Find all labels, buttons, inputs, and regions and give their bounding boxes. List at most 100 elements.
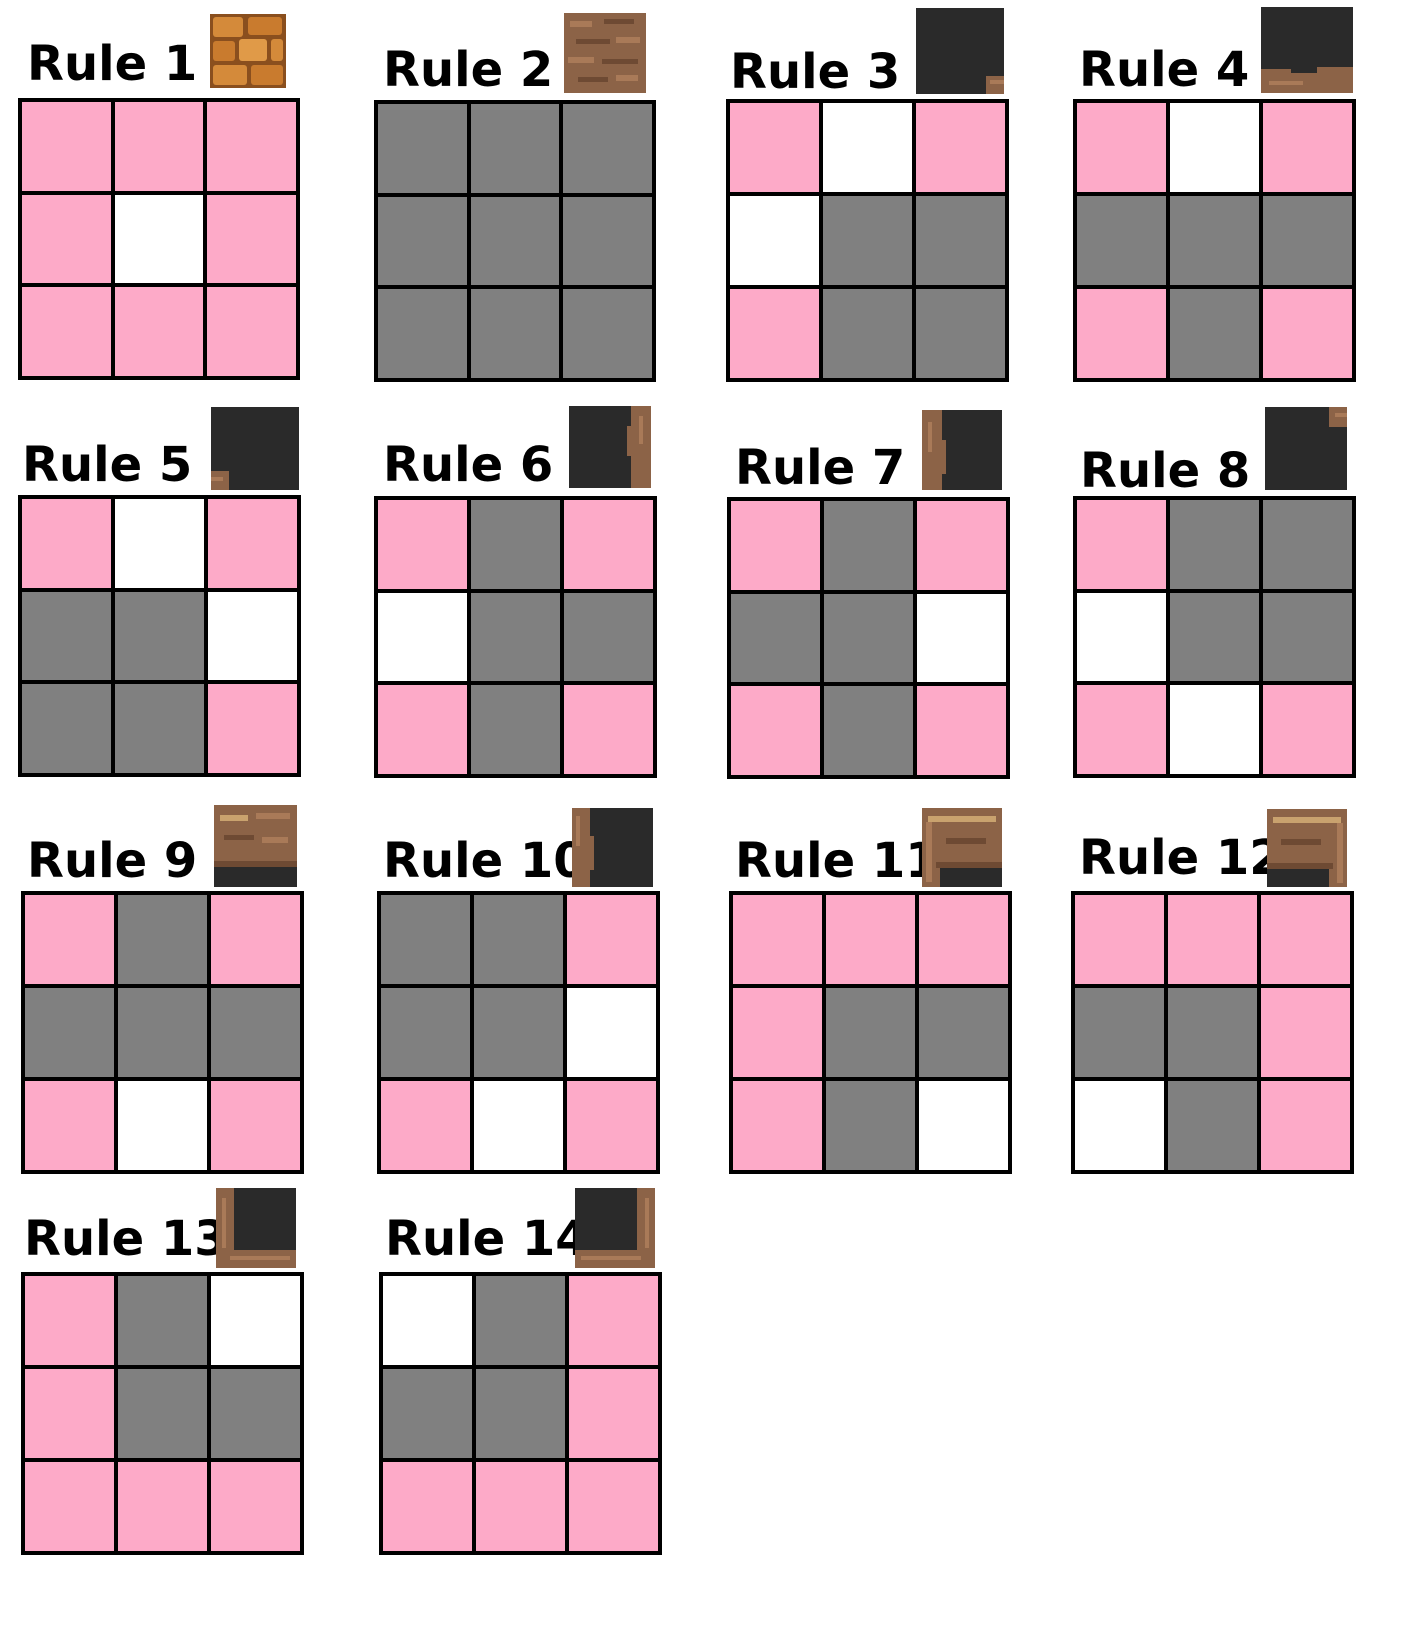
grid-cell-gray bbox=[474, 895, 563, 984]
dark-inner-corner-tile-icon bbox=[575, 1188, 655, 1268]
grid-cell-gray bbox=[474, 988, 563, 1077]
grid-cell-white bbox=[919, 1081, 1008, 1170]
grid-cell-pink bbox=[919, 895, 1008, 984]
grid-cell-pink bbox=[207, 287, 296, 376]
grid-cell-pink bbox=[730, 103, 819, 192]
grid-cell-gray bbox=[383, 1369, 472, 1458]
grid-cell-gray bbox=[115, 684, 204, 773]
grid-cell-gray bbox=[731, 593, 820, 683]
rule-1-grid bbox=[18, 98, 300, 380]
grid-cell-gray bbox=[470, 289, 560, 378]
grid-cell-white bbox=[378, 592, 467, 682]
grid-cell-pink bbox=[1168, 895, 1257, 984]
grid-cell-gray bbox=[564, 592, 653, 682]
grid-cell-pink bbox=[208, 684, 297, 773]
grid-cell-pink bbox=[567, 895, 656, 984]
grid-cell-gray bbox=[563, 289, 652, 378]
grid-cell-pink bbox=[826, 895, 915, 984]
grid-cell-pink bbox=[22, 194, 111, 284]
grid-cell-pink bbox=[1077, 685, 1166, 774]
rule-title: Rule 1 bbox=[27, 36, 198, 92]
grid-cell-pink bbox=[733, 988, 822, 1077]
grid-cell-pink bbox=[1261, 895, 1350, 984]
dark-corner-tile-icon bbox=[211, 407, 299, 490]
grid-cell-gray bbox=[378, 104, 467, 193]
rule-title: Rule 6 bbox=[383, 437, 554, 493]
grid-cell-white bbox=[1077, 592, 1166, 682]
dark-corner-tile-icon bbox=[1265, 407, 1347, 490]
rule-title: Rule 3 bbox=[730, 44, 901, 100]
grid-cell-gray bbox=[471, 592, 560, 682]
grid-cell-pink bbox=[22, 499, 111, 588]
grid-cell-pink bbox=[733, 1081, 822, 1170]
grid-cell-pink bbox=[916, 103, 1005, 192]
grid-cell-pink bbox=[378, 500, 467, 589]
rule-13-grid bbox=[21, 1272, 304, 1555]
grid-cell-pink bbox=[25, 1369, 114, 1458]
grid-cell-pink bbox=[383, 1462, 472, 1551]
grid-cell-pink bbox=[564, 500, 653, 589]
grid-cell-gray bbox=[470, 104, 560, 193]
grid-cell-white bbox=[917, 593, 1006, 683]
grid-cell-gray bbox=[919, 988, 1008, 1077]
grid-cell-pink bbox=[917, 686, 1006, 775]
rule-7-grid bbox=[727, 497, 1010, 779]
grid-cell-gray bbox=[1170, 592, 1259, 682]
grid-cell-pink bbox=[378, 685, 467, 774]
grid-cell-gray bbox=[1263, 196, 1352, 285]
grid-cell-pink bbox=[211, 895, 300, 984]
grid-cell-gray bbox=[1075, 988, 1164, 1077]
rule-2-grid bbox=[374, 100, 656, 382]
grid-cell-pink bbox=[207, 194, 296, 284]
grid-cell-gray bbox=[823, 289, 912, 378]
grid-cell-pink bbox=[118, 1462, 207, 1551]
grid-cell-gray bbox=[824, 501, 913, 590]
grid-cell-gray bbox=[115, 591, 204, 681]
grid-cell-pink bbox=[569, 1462, 658, 1551]
grid-cell-gray bbox=[471, 685, 560, 774]
grid-cell-pink bbox=[25, 895, 114, 984]
rule-title: Rule 8 bbox=[1080, 443, 1251, 499]
rule-6-grid bbox=[374, 496, 657, 778]
rule-12-grid bbox=[1071, 891, 1354, 1174]
rule-title: Rule 2 bbox=[383, 42, 554, 98]
grid-cell-pink bbox=[1263, 103, 1352, 192]
grid-cell-gray bbox=[476, 1276, 565, 1365]
grid-cell-gray bbox=[823, 196, 912, 285]
dark-inner-corner-tile-icon bbox=[216, 1188, 296, 1268]
dirt-corner-tile-icon bbox=[1267, 809, 1347, 887]
grid-cell-white bbox=[1170, 103, 1259, 192]
grid-cell-pink bbox=[25, 1276, 114, 1365]
grid-cell-gray bbox=[563, 196, 652, 286]
dark-edge-right-tile-icon bbox=[569, 406, 651, 488]
grid-cell-gray bbox=[25, 988, 114, 1077]
rule-9-grid bbox=[21, 891, 304, 1174]
grid-cell-white bbox=[823, 103, 912, 192]
grid-cell-white bbox=[1075, 1081, 1164, 1170]
grid-cell-gray bbox=[1168, 988, 1257, 1077]
rule-title: Rule 11 bbox=[735, 833, 939, 889]
rule-title: Rule 14 bbox=[385, 1211, 589, 1267]
grid-cell-pink bbox=[1263, 289, 1352, 378]
grid-cell-gray bbox=[916, 196, 1005, 285]
grid-cell-gray bbox=[1170, 289, 1259, 378]
grid-cell-gray bbox=[470, 196, 560, 286]
grid-cell-gray bbox=[826, 988, 915, 1077]
grid-cell-gray bbox=[118, 988, 207, 1077]
grid-cell-gray bbox=[826, 1081, 915, 1170]
grid-cell-pink bbox=[22, 102, 111, 191]
grid-cell-pink bbox=[1261, 988, 1350, 1077]
grid-cell-gray bbox=[378, 196, 467, 286]
dark-corner-tile-icon bbox=[572, 808, 653, 887]
grid-cell-pink bbox=[569, 1369, 658, 1458]
grid-cell-gray bbox=[1077, 196, 1166, 285]
grid-cell-pink bbox=[25, 1462, 114, 1551]
rule-title: Rule 5 bbox=[22, 437, 193, 493]
grid-cell-gray bbox=[471, 500, 560, 589]
grid-cell-pink bbox=[1075, 895, 1164, 984]
grid-cell-gray bbox=[1168, 1081, 1257, 1170]
grid-cell-pink bbox=[1263, 685, 1352, 774]
grid-cell-white bbox=[211, 1276, 300, 1365]
grid-cell-white bbox=[208, 591, 297, 681]
